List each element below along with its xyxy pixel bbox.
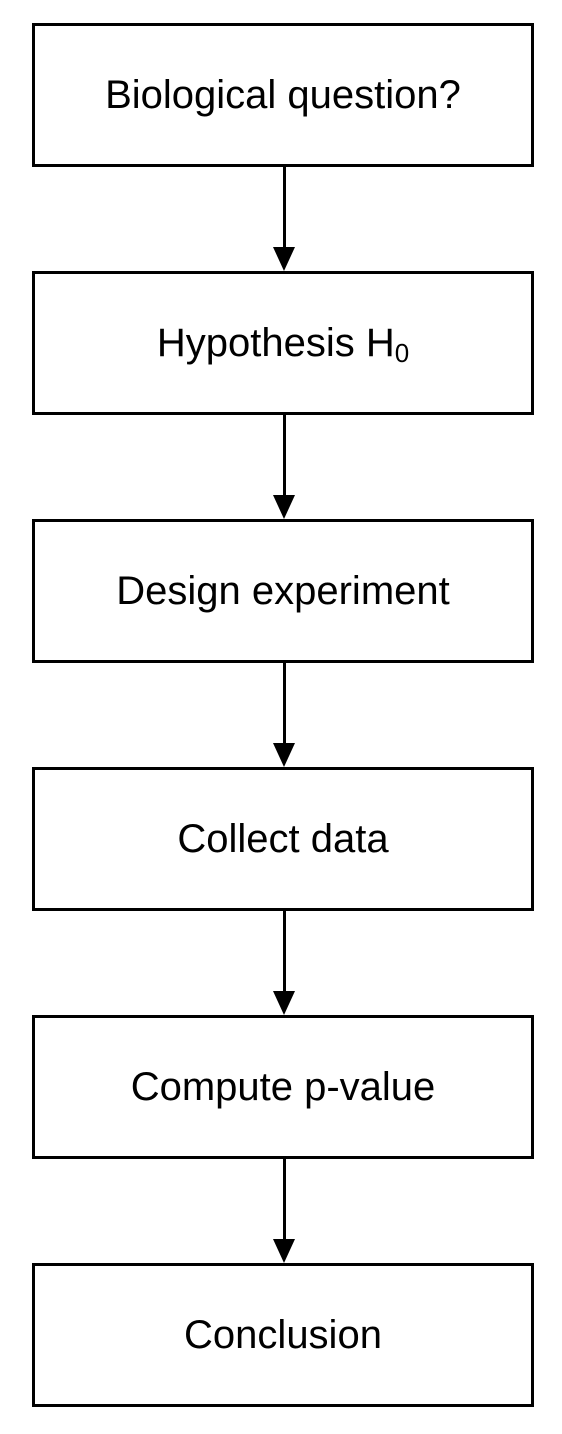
arrow-head [273,743,295,767]
step-label: Design experiment [116,568,450,613]
step-box-design-experiment: Design experiment [32,519,534,663]
arrow-down [273,415,295,519]
step-box-biological-question: Biological question? [32,23,534,167]
step-label: Hypothesis H0 [157,321,409,366]
arrow-shaft [282,911,286,993]
step-box-compute-p-value: Compute p-value [32,1015,534,1159]
arrow-shaft [282,663,286,745]
arrow-head [273,991,295,1015]
step-label: Biological question? [105,72,461,117]
step-label-text: Hypothesis H [156,320,395,365]
arrow-down [273,663,295,767]
step-box-collect-data: Collect data [32,767,534,911]
step-box-conclusion: Conclusion [32,1263,534,1407]
arrow-down [273,911,295,1015]
step-label: Compute p-value [130,1064,436,1109]
step-box-hypothesis: Hypothesis H0 [32,271,534,415]
arrow-head [273,1239,295,1263]
arrow-shaft [282,167,286,249]
arrow-down [273,167,295,271]
arrow-head [273,495,295,519]
arrow-down [273,1159,295,1263]
arrow-shaft [282,415,286,497]
arrow-shaft [282,1159,286,1241]
arrow-head [273,247,295,271]
step-label: Collect data [177,816,389,861]
step-label: Conclusion [184,1312,382,1357]
step-label-subscript: 0 [394,337,410,368]
